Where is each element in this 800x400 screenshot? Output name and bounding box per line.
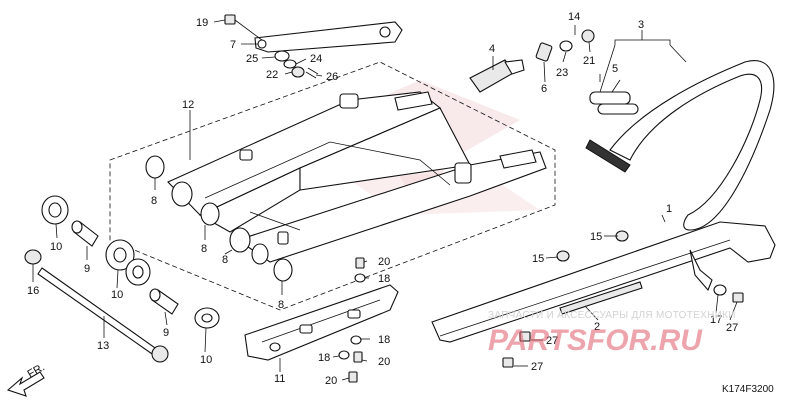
- callout-27a: 27: [726, 322, 738, 334]
- callout-3: 3: [638, 19, 644, 31]
- cotter-pin-26[interactable]: [305, 67, 319, 79]
- callout-6: 6: [541, 83, 547, 95]
- callout-21: 21: [583, 55, 595, 67]
- washer-17[interactable]: [713, 284, 727, 296]
- dust-seal-10[interactable]: [41, 195, 220, 329]
- callout-27b: 27: [546, 335, 558, 347]
- callout-15b: 15: [532, 253, 544, 265]
- callout-10a: 10: [50, 241, 62, 253]
- washer-24[interactable]: [283, 59, 297, 69]
- screw-20[interactable]: [348, 257, 365, 383]
- chain-slider-arm[interactable]: [254, 21, 403, 53]
- callout-13: 13: [97, 340, 109, 352]
- swingarm-group-outline: [109, 61, 556, 311]
- watermark-brand: PARTSFOR.RU: [488, 324, 703, 357]
- front-direction-arrow: [6, 371, 45, 397]
- callout-labels: 19 7 25 24 22 26 4 6 14 23 21 3 5 12 8 8…: [26, 11, 775, 395]
- callout-2: 2: [594, 321, 600, 333]
- callout-16: 16: [27, 285, 39, 297]
- callout-7: 7: [230, 39, 236, 51]
- callout-1: 1: [666, 203, 672, 215]
- pivot-nut-16[interactable]: [24, 249, 42, 265]
- nut-21[interactable]: [581, 29, 595, 43]
- callout-20c: 20: [325, 375, 337, 387]
- chain-slider-lower[interactable]: [244, 284, 399, 361]
- callout-20b: 20: [378, 356, 390, 368]
- callout-27c: 27: [531, 361, 543, 373]
- callout-17: 17: [710, 314, 722, 326]
- callout-12: 12: [182, 99, 194, 111]
- callout-8d: 8: [278, 299, 284, 311]
- callout-5: 5: [612, 63, 618, 75]
- chain-joint-5[interactable]: [589, 91, 639, 115]
- pivot-collar-9[interactable]: [71, 220, 179, 315]
- washer-23[interactable]: [559, 40, 573, 52]
- callout-10b: 10: [111, 289, 123, 301]
- pivot-bearings[interactable]: [145, 155, 293, 282]
- callout-11: 11: [274, 373, 285, 385]
- leader-lines: [32, 19, 738, 381]
- callout-18b: 18: [378, 334, 390, 346]
- callout-25: 25: [246, 53, 258, 65]
- nut-22[interactable]: [291, 66, 305, 78]
- chain-case-rubber-2[interactable]: [559, 281, 643, 315]
- callout-15a: 15: [590, 231, 602, 243]
- callout-19: 19: [196, 17, 208, 29]
- bolt-27[interactable]: [502, 292, 744, 368]
- watermark: ЗАПЧАСТИ И АКСЕССУАРЫ ДЛЯ МОТОТЕХНИКИ PA…: [488, 310, 736, 357]
- chain-case[interactable]: [431, 221, 776, 343]
- callout-18c: 18: [318, 352, 330, 364]
- adjuster-washer-6[interactable]: [535, 42, 553, 62]
- callout-18a: 18: [378, 273, 390, 285]
- callout-9b: 9: [163, 327, 169, 339]
- bolt-19[interactable]: [224, 14, 263, 41]
- washer-25[interactable]: [274, 50, 290, 62]
- swingarm[interactable]: [167, 91, 547, 263]
- callout-24: 24: [310, 53, 322, 65]
- callout-8a: 8: [151, 195, 157, 207]
- pivot-bolt-13[interactable]: [37, 267, 169, 363]
- callout-14: 14: [568, 11, 580, 23]
- callout-8b: 8: [201, 243, 207, 255]
- callout-9a: 9: [84, 263, 90, 275]
- drawing-code: K174F3200: [722, 384, 774, 395]
- callout-26: 26: [326, 71, 338, 83]
- chain-adjuster-plate[interactable]: [469, 59, 525, 93]
- callout-8c: 8: [222, 254, 228, 266]
- callout-20a: 20: [378, 256, 390, 268]
- callout-10c: 10: [200, 354, 212, 366]
- callout-4: 4: [489, 43, 495, 55]
- callout-23: 23: [556, 67, 568, 79]
- drive-chain[interactable]: [585, 60, 775, 231]
- collar-18[interactable]: [338, 273, 366, 360]
- callout-22: 22: [266, 69, 278, 81]
- watermark-tagline: ЗАПЧАСТИ И АКСЕССУАРЫ ДЛЯ МОТОТЕХНИКИ: [488, 310, 736, 321]
